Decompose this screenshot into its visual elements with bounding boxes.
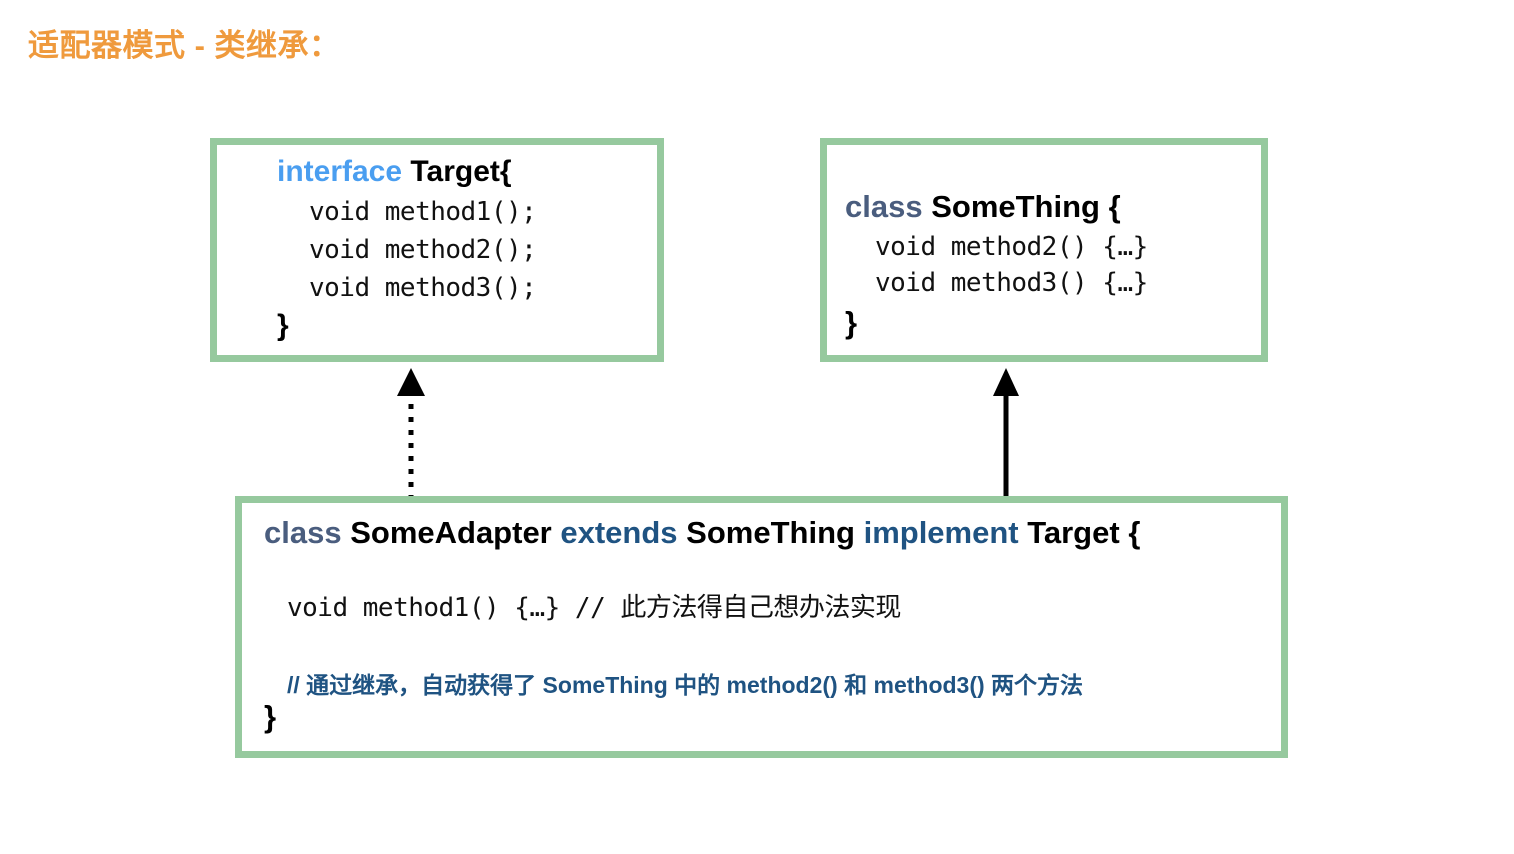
something-header: class SomeThing { [845, 189, 1121, 225]
uml-box-something: class SomeThing { void method2() {…} voi… [820, 138, 1268, 362]
adapter-open-brace: { [1128, 515, 1141, 550]
something-method-line-2: void method3() {…} [875, 268, 1148, 298]
something-method-line-1: void method2() {…} [875, 232, 1148, 262]
something-close-brace: } [845, 305, 858, 340]
adapter-method-line: void method1() {…} // 此方法得自己想办法实现 [287, 593, 901, 623]
adapter-interface-name: Target [1027, 515, 1120, 550]
target-method-line-1: void method1(); [309, 197, 537, 227]
uml-box-target: interface Target{ void method1(); void m… [210, 138, 664, 362]
keyword-class: class [264, 515, 342, 550]
target-header: interface Target{ [277, 155, 512, 189]
adapter-super-name: SomeThing [686, 515, 855, 550]
target-method-line-3: void method3(); [309, 273, 537, 303]
page-title: 适配器模式 - 类继承： [28, 28, 341, 63]
keyword-implement: implement [863, 515, 1019, 550]
target-open-brace: { [499, 155, 512, 188]
keyword-class: class [845, 189, 923, 224]
keyword-interface: interface [277, 155, 403, 188]
uml-box-adapter: class SomeAdapter extends SomeThing impl… [235, 496, 1288, 758]
keyword-extends: extends [560, 515, 678, 550]
something-class-name: SomeThing [931, 189, 1100, 224]
adapter-comment-line: // 通过继承，自动获得了 SomeThing 中的 method2() 和 m… [287, 672, 1084, 698]
extends-arrow-icon [993, 368, 1019, 500]
adapter-header: class SomeAdapter extends SomeThing impl… [264, 515, 1140, 551]
something-open-brace: { [1108, 189, 1121, 224]
adapter-close-brace: } [264, 699, 277, 734]
target-class-name: Target [410, 155, 500, 188]
target-close-brace: } [277, 309, 289, 342]
adapter-class-name: SomeAdapter [350, 515, 552, 550]
target-method-line-2: void method2(); [309, 235, 537, 265]
implements-arrow-icon [397, 368, 425, 500]
